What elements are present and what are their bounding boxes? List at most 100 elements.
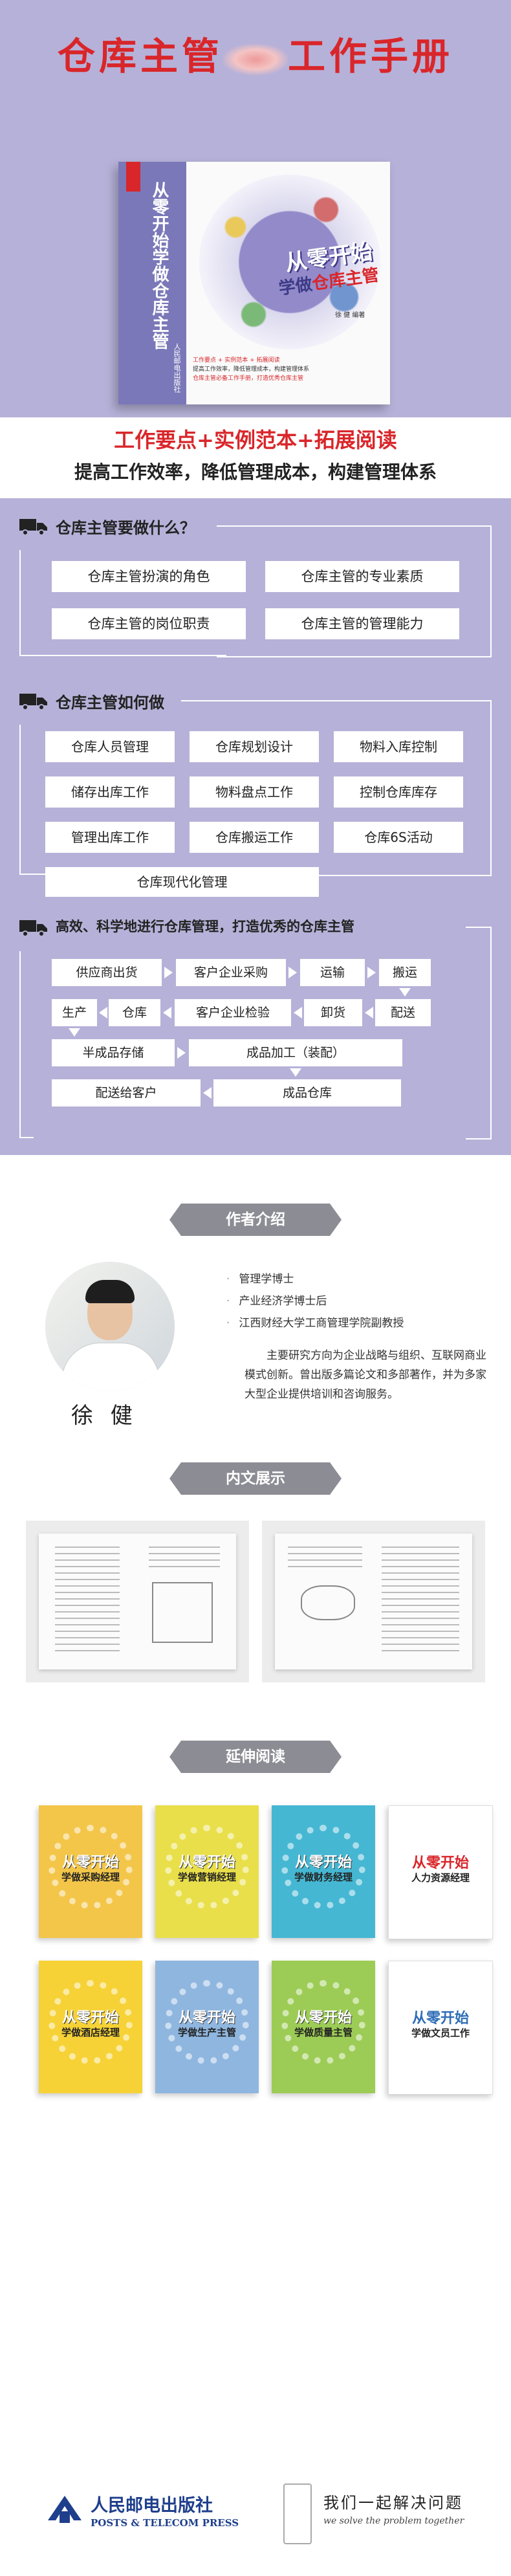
related-book-subtitle: 学做酒店经理	[61, 2027, 120, 2038]
cover-line-2: 提高工作效率，降低管理成本，构建管理体系	[193, 366, 310, 373]
task-item: 储存出库工作	[45, 776, 175, 808]
section-frame	[466, 927, 492, 1139]
cover-sub-prefix: 学做	[277, 274, 314, 299]
slogan-black: 提高工作效率，降低管理成本，构建管理体系	[74, 461, 437, 483]
section-frame-left	[19, 951, 34, 1138]
preview-photo-1	[26, 1521, 249, 1682]
flow-step: 配送	[375, 999, 431, 1026]
task-item: 管理出库工作	[45, 822, 175, 853]
seal-icon	[283, 2483, 312, 2544]
section-frame-bottom	[19, 655, 226, 656]
flow-step: 搬运	[379, 959, 431, 986]
page-title: 仓库主管 工作手册	[0, 26, 511, 80]
book-front: 从零开始 学做仓库主管 徐 健 编著 工作要点 + 实例范本 + 拓展阅读 提高…	[186, 162, 390, 404]
arrow-left-icon	[294, 1007, 302, 1018]
arrow-right-icon	[367, 967, 376, 978]
slogan-red: 工作要点+实例范本+拓展阅读	[114, 428, 397, 452]
ribbon-extended: 延伸阅读	[169, 1741, 342, 1773]
author-avatar	[45, 1262, 175, 1391]
task-item: 仓库规划设计	[190, 731, 319, 762]
related-book-subtitle: 学做生产主管	[177, 2027, 236, 2038]
flow-step: 供应商出货	[52, 959, 162, 986]
related-book-subtitle: 学做文员工作	[411, 2027, 470, 2039]
credential-item: 管理学博士	[226, 1268, 485, 1290]
spine-title: 从零开始学做仓库主管	[149, 181, 169, 349]
task-item: 仓库搬运工作	[190, 822, 319, 853]
title-left: 仓库主管	[57, 34, 223, 78]
section-frame	[181, 700, 492, 876]
related-book: 从零开始 学做财务经理	[272, 1805, 375, 1938]
section-title: 仓库主管要做什么？	[56, 518, 195, 537]
related-book-title: 从零开始	[411, 1855, 469, 1871]
arrow-right-icon	[288, 967, 297, 978]
truck-icon	[19, 519, 47, 536]
related-book-title: 从零开始	[411, 2010, 469, 2027]
arrow-right-icon	[164, 967, 173, 978]
topic-item: 仓库主管的岗位职责	[52, 608, 246, 639]
related-book: 从零开始 学做质量主管	[272, 1961, 375, 2093]
flow-step: 成品仓库	[213, 1079, 401, 1106]
related-book: 从零开始 学做采购经理	[39, 1805, 142, 1938]
topic-item: 仓库主管的专业素质	[265, 561, 459, 592]
arrow-left-icon	[99, 1007, 107, 1018]
credential-item: 江西财经大学工商管理学院副教授	[226, 1312, 485, 1334]
section-what-to-do: 仓库主管要做什么？ 仓库主管扮演的角色 仓库主管的专业素质 仓库主管的岗位职责 …	[19, 511, 492, 660]
arrow-left-icon	[163, 1007, 171, 1018]
flow-step: 仓库	[109, 999, 160, 1026]
content-panel: 仓库主管要做什么？ 仓库主管扮演的角色 仓库主管的专业素质 仓库主管的岗位职责 …	[0, 498, 511, 1155]
flow-step: 卸货	[304, 999, 362, 1026]
footer-slogan-en: we solve the problem together	[323, 2516, 464, 2526]
task-item: 物料盘点工作	[190, 776, 319, 808]
arrow-down-icon	[399, 988, 411, 996]
related-book: 从零开始 学做酒店经理	[39, 1961, 142, 2093]
cover-author: 徐 健 编著	[335, 312, 365, 319]
cover-line-3: 仓库主管必备工作手册，打造优秀仓库主管	[193, 375, 304, 382]
credential-item: 产业经济学博士后	[226, 1290, 485, 1312]
arrow-left-icon	[203, 1087, 212, 1099]
topic-item: 仓库主管的管理能力	[265, 608, 459, 639]
related-book: 从零开始 人力资源经理	[388, 1805, 493, 1939]
section-frame-left	[19, 725, 34, 875]
task-item: 仓库人员管理	[45, 731, 175, 762]
flow-step: 客户企业检验	[175, 999, 291, 1026]
book-spine: 从零开始学做仓库主管 人民邮电出版社	[118, 162, 186, 404]
section-how-to-do: 仓库主管如何做 仓库人员管理 仓库规划设计 物料入库控制 储存出库工作 物料盘点…	[19, 686, 492, 897]
author-credentials: 管理学博士 产业经济学博士后 江西财经大学工商管理学院副教授	[226, 1268, 485, 1334]
section-title: 高效、科学地进行仓库管理，打造优秀的仓库主管	[56, 918, 354, 934]
topic-item: 仓库主管扮演的角色	[52, 561, 246, 592]
cover-taglines: 工作要点 + 实例范本 + 拓展阅读 提高工作效率，降低管理成本，构建管理体系 …	[193, 356, 384, 393]
related-book-subtitle: 人力资源经理	[411, 1872, 470, 1884]
book-cover: 从零开始学做仓库主管 人民邮电出版社 从零开始 学做仓库主管 徐 健 编著 工作…	[118, 162, 390, 404]
title-blurred-mark	[223, 44, 288, 75]
related-book-subtitle: 学做采购经理	[61, 1871, 120, 1883]
publisher-name: 人民邮电出版社	[91, 2496, 213, 2516]
section-title: 仓库主管如何做	[56, 693, 164, 712]
publisher-logo-icon	[126, 162, 140, 192]
title-right: 工作手册	[288, 34, 454, 78]
header-banner: 仓库主管 工作手册 从零开始学做仓库主管 人民邮电出版社 从零开始 学做仓库主管 …	[0, 0, 511, 417]
dot-circle-graphic	[199, 175, 380, 349]
truck-icon	[19, 694, 47, 710]
flow-step: 客户企业采购	[176, 959, 286, 986]
footer-slogan: 我们一起解决问题	[323, 2494, 463, 2512]
task-item: 控制仓库库存	[334, 776, 463, 808]
flow-step: 成品加工（装配）	[189, 1039, 402, 1066]
section-frame	[217, 525, 492, 657]
related-book-subtitle: 学做质量主管	[294, 2027, 353, 2038]
related-book-title: 从零开始	[294, 2009, 352, 2026]
flow-step: 运输	[300, 959, 365, 986]
related-book: 从零开始 学做营销经理	[155, 1805, 259, 1938]
related-book-subtitle: 学做营销经理	[177, 1871, 236, 1883]
related-book-title: 从零开始	[178, 1854, 235, 1871]
preview-photo-2	[262, 1521, 485, 1682]
flow-step: 生产	[52, 999, 97, 1026]
arrow-down-icon	[69, 1028, 80, 1037]
spine-publisher: 人民邮电出版社	[173, 343, 181, 393]
arrow-down-icon	[290, 1068, 301, 1077]
flow-step: 半成品存储	[52, 1039, 175, 1066]
cover-line-1: 工作要点 + 实例范本 + 拓展阅读	[193, 357, 280, 364]
related-book-title: 从零开始	[178, 2009, 235, 2026]
truck-icon	[19, 920, 47, 937]
task-item: 物料入库控制	[334, 731, 463, 762]
